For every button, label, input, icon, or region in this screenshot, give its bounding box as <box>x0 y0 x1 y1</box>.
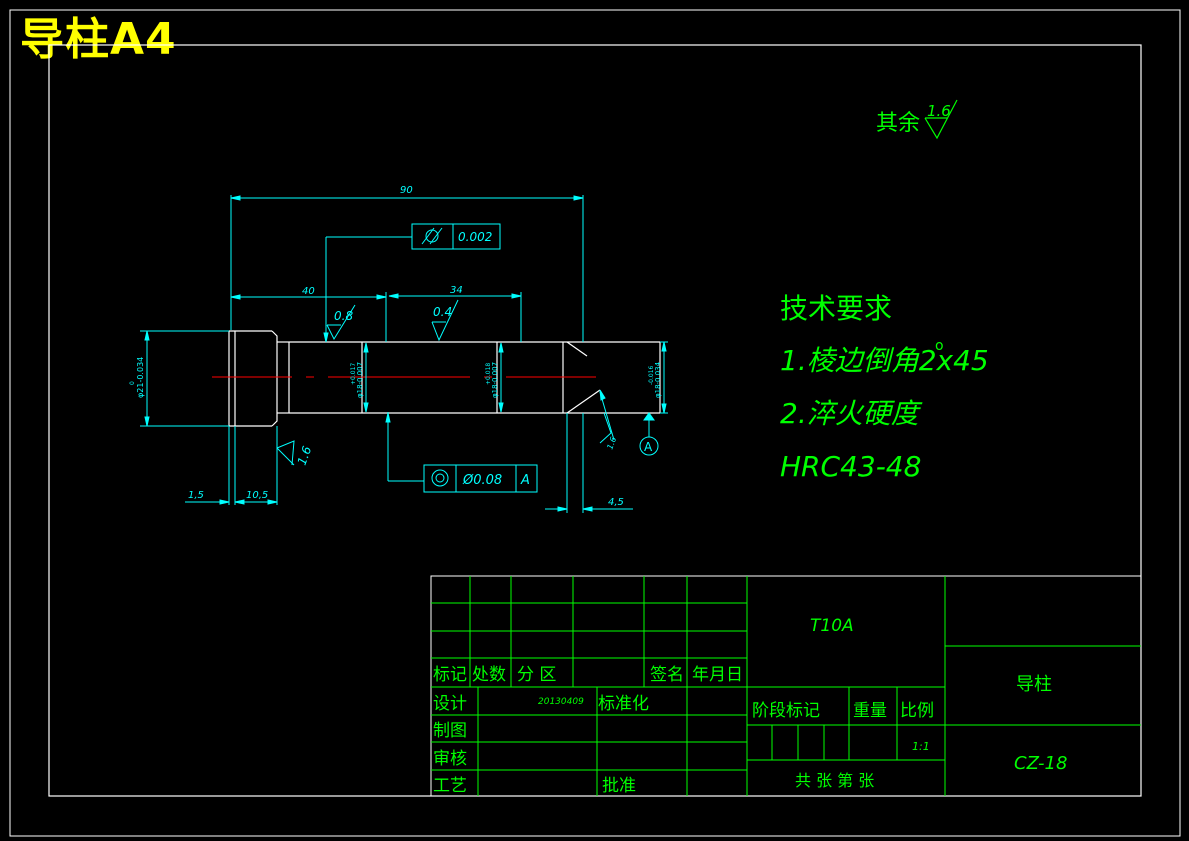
dim-dia-mid2-tol: +0.018 <box>485 363 492 385</box>
tech-line-3: HRC43-48 <box>780 450 921 483</box>
tb-approve: 批准 <box>602 776 636 796</box>
cylindricity-icon <box>421 227 443 245</box>
tb-zone: 分 区 <box>517 665 556 685</box>
tb-ratio: 比例 <box>900 701 934 721</box>
tb-standardize: 标准化 <box>598 694 649 714</box>
title-block-text: 标记 处数 分 区 签名 年月日 设计 20130409 标准化 制图 审核 工… <box>433 616 1067 796</box>
roughness-prefix: 其余 <box>876 111 920 136</box>
surface-finish-symbols <box>276 299 612 466</box>
tech-line-1-degree: o <box>935 338 944 354</box>
tech-line-1: 1.棱边倒角2x45 <box>780 344 989 377</box>
concentricity-value: Ø0.08 <box>462 473 502 488</box>
concentricity-frame <box>385 412 538 493</box>
dimension-labels: 90 40 34 1,5 10,5 4,5 φ21-0.034 0 φ18-0.… <box>129 185 662 508</box>
ra-04-icon <box>431 299 459 342</box>
tb-design: 设计 <box>433 694 467 714</box>
tb-mark: 标记 <box>433 665 467 685</box>
tb-stage-mark: 阶段标记 <box>752 701 820 721</box>
ra-04-value: 0.4 <box>433 305 452 319</box>
cylindricity-frame <box>323 223 501 343</box>
concentricity-icon <box>431 469 449 487</box>
ra-chamfer-value: 1.6 <box>605 436 618 451</box>
title-block <box>430 575 1142 797</box>
datum-a-label: A <box>644 440 653 454</box>
drawing-title: 导柱A4 <box>20 14 177 65</box>
dim-dia-head: φ21-0.034 <box>136 357 145 398</box>
dim-dia-end: φ18-0.034 <box>654 361 662 398</box>
dim-10-5: 10,5 <box>246 490 268 501</box>
dim-90: 90 <box>400 185 413 196</box>
cylindricity-value: 0.002 <box>458 230 492 244</box>
tb-part-name: 导柱 <box>1016 674 1052 695</box>
ra-08-icon <box>326 304 356 341</box>
dimensions <box>140 195 668 513</box>
dim-dia-mid1: φ18-0.007 <box>356 362 364 398</box>
dim-dia-mid1-tol: +0.017 <box>350 363 357 385</box>
ra-16-icon <box>276 440 295 466</box>
tb-signature: 签名 <box>650 665 684 685</box>
concentricity-datum: A <box>520 473 530 488</box>
roughness-default-note: 其余 1.6 <box>876 99 958 140</box>
tech-line-2: 2.淬火硬度 <box>780 397 923 430</box>
ra-08-value: 0.8 <box>334 309 353 323</box>
tb-date: 20130409 <box>538 697 584 707</box>
outer-frame <box>9 9 1181 837</box>
tb-count: 处数 <box>472 665 506 685</box>
part-outline <box>228 330 661 427</box>
tb-ymd: 年月日 <box>692 665 743 685</box>
tb-drawing: 制图 <box>433 721 467 741</box>
tb-review: 审核 <box>433 749 467 769</box>
dim-dia-mid2: φ18-0.007 <box>491 362 499 398</box>
datum-a <box>639 412 659 456</box>
dim-40: 40 <box>302 286 315 297</box>
tb-process: 工艺 <box>433 776 467 796</box>
ra-16-value: 1.6 <box>295 444 315 467</box>
roughness-symbol-icon <box>924 99 958 140</box>
tech-requirements: 技术要求 1.棱边倒角2x45 o 2.淬火硬度 HRC43-48 <box>780 292 989 483</box>
dim-34: 34 <box>450 285 463 296</box>
tb-sheets: 共 张 第 张 <box>795 771 874 790</box>
tech-heading: 技术要求 <box>780 292 892 325</box>
dim-4-5: 4,5 <box>608 497 624 508</box>
ra-chamfer-icon <box>599 412 612 444</box>
tb-drawing-no: CZ-18 <box>1014 753 1067 774</box>
tb-weight: 重量 <box>853 701 887 721</box>
inner-frame <box>48 44 1142 797</box>
tb-scale: 1:1 <box>912 740 930 753</box>
roughness-value: 1.6 <box>927 102 951 120</box>
dim-dia-end-tol: -0.016 <box>648 365 655 385</box>
tb-material: T10A <box>810 616 854 636</box>
dim-1-5: 1,5 <box>188 490 204 501</box>
dim-dia-head-sup: 0 <box>129 381 136 385</box>
